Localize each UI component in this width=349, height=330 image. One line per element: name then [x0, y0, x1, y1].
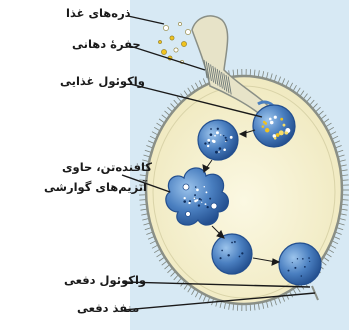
label-food-vacuole: واکوئول غذایی [60, 74, 145, 88]
late-vacuole [212, 234, 252, 274]
digesting-vacuole [198, 120, 238, 160]
label-excretory-vacuole: واکوئول دفعی [64, 273, 146, 287]
excretory-vacuole-shape [279, 243, 321, 285]
label-anal-pore: منفذ دفعی [77, 301, 139, 315]
label-oral-groove: حفرهٔ دهانی [72, 37, 141, 51]
label-lysosome-line1: کافنده‌تن، حاوی [62, 160, 152, 174]
label-food-particles: ذره‌های غذا [66, 6, 131, 20]
label-lysosome-line2: آنزیم‌های گوارشی [44, 180, 147, 194]
